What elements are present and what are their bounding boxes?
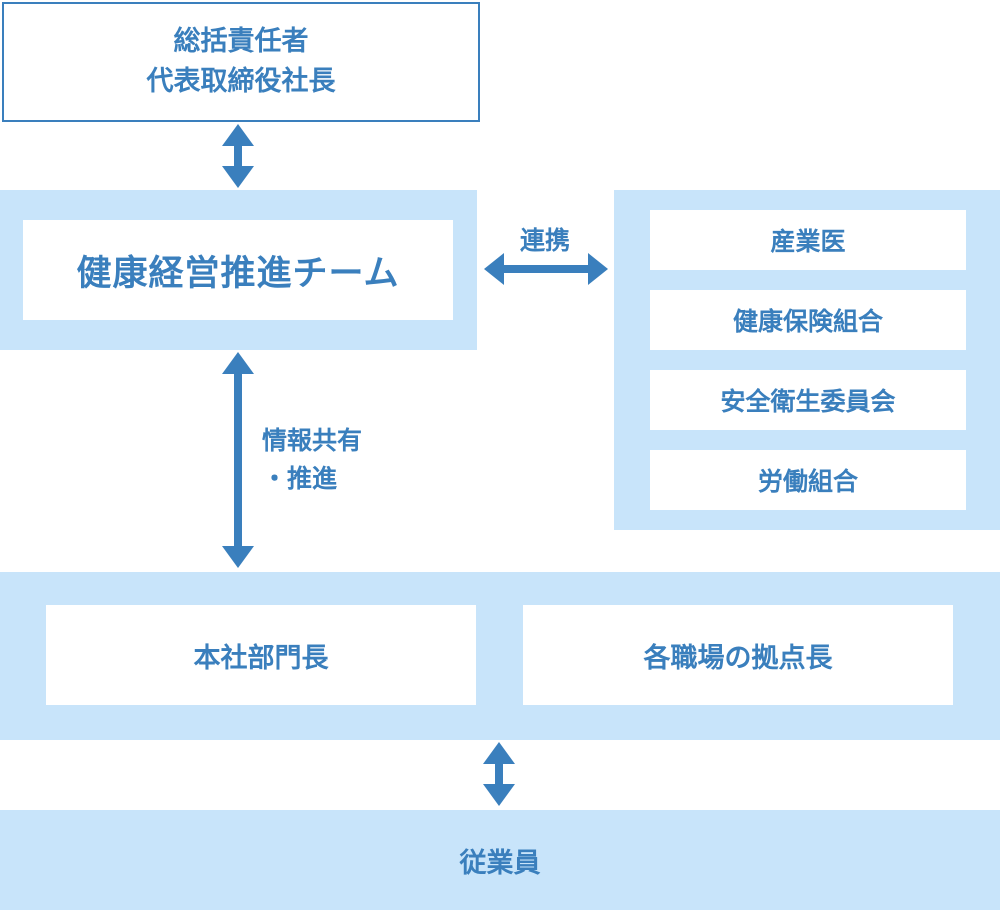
chief-officer-title: 代表取締役社長 bbox=[146, 66, 336, 97]
double-arrow-icon bbox=[222, 352, 254, 568]
site-managers-label: 各職場の拠点長 bbox=[643, 642, 833, 674]
link-label: 連携 bbox=[519, 226, 570, 255]
site-managers-box: 各職場の拠点長 bbox=[523, 605, 953, 705]
team-label: 健康経営推進チーム bbox=[76, 253, 400, 294]
partner-box: 健康保険組合 bbox=[650, 290, 966, 350]
partner-box: 安全衛生委員会 bbox=[650, 370, 966, 430]
employees-label: 従業員 bbox=[459, 847, 541, 879]
team-box: 健康経営推進チーム bbox=[23, 220, 453, 320]
chief-officer-role: 総括責任者 bbox=[173, 26, 309, 57]
partner-box: 産業医 bbox=[650, 210, 966, 270]
partner-box: 労働組合 bbox=[650, 450, 966, 510]
employees-box: 従業員 bbox=[0, 810, 1000, 910]
chief-officer-box: 総括責任者 代表取締役社長 bbox=[2, 2, 480, 122]
hq-managers-label: 本社部門長 bbox=[193, 642, 329, 674]
double-arrow-icon bbox=[484, 253, 608, 285]
share-label-line1: 情報共有 bbox=[262, 426, 363, 455]
hq-managers-box: 本社部門長 bbox=[46, 605, 476, 705]
double-arrow-icon bbox=[222, 124, 254, 188]
share-label: 情報共有 ・推進 bbox=[262, 422, 402, 498]
double-arrow-icon bbox=[483, 742, 515, 806]
share-label-line2: ・推進 bbox=[262, 464, 338, 493]
